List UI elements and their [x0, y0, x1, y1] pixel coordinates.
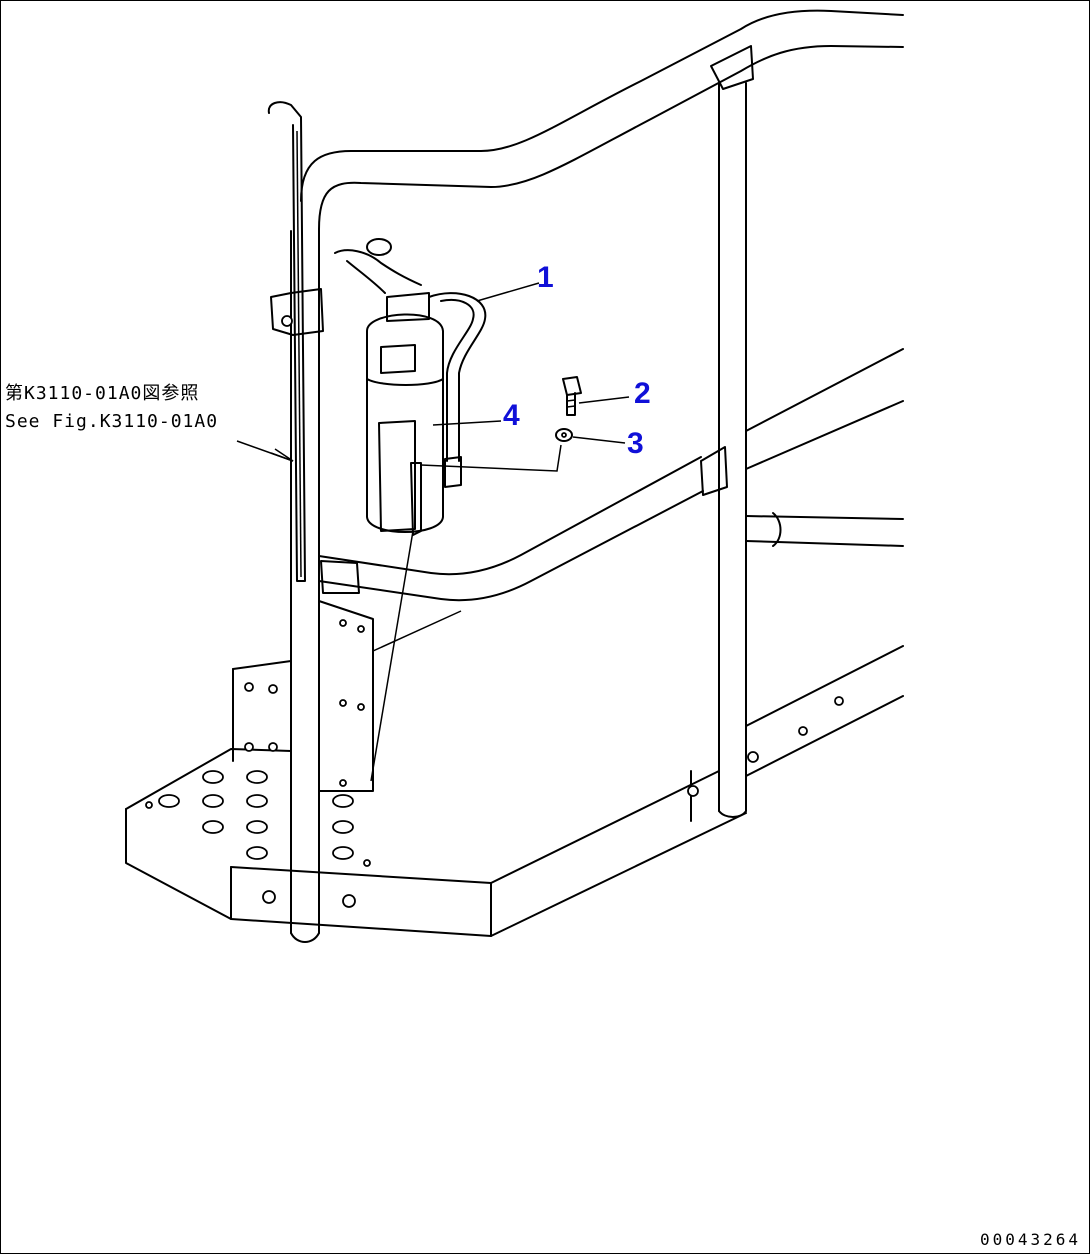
drawing-number: 00043264: [979, 1230, 1081, 1249]
reference-english: See Fig.K3110-01A0: [5, 411, 219, 432]
right-vertical-post: [700, 82, 747, 818]
bolt: [562, 376, 582, 416]
rear-bracket: [267, 101, 306, 582]
reference-japanese: 第K3110-01A0図参照: [5, 383, 200, 404]
callout-4: 4: [503, 399, 520, 432]
middle-rail: [318, 348, 904, 602]
callout-1: 1: [537, 261, 554, 294]
callout-3: 3: [627, 427, 644, 460]
washer: [420, 428, 573, 472]
callout-2: 2: [634, 377, 651, 410]
extinguisher-bracket: [370, 462, 422, 782]
left-vertical-post: [270, 228, 324, 943]
leader-lines: [236, 282, 630, 462]
upper-handrail: [300, 9, 904, 230]
fire-extinguisher: [334, 238, 487, 533]
step-platform: [125, 645, 904, 937]
side-panel: [318, 560, 462, 792]
